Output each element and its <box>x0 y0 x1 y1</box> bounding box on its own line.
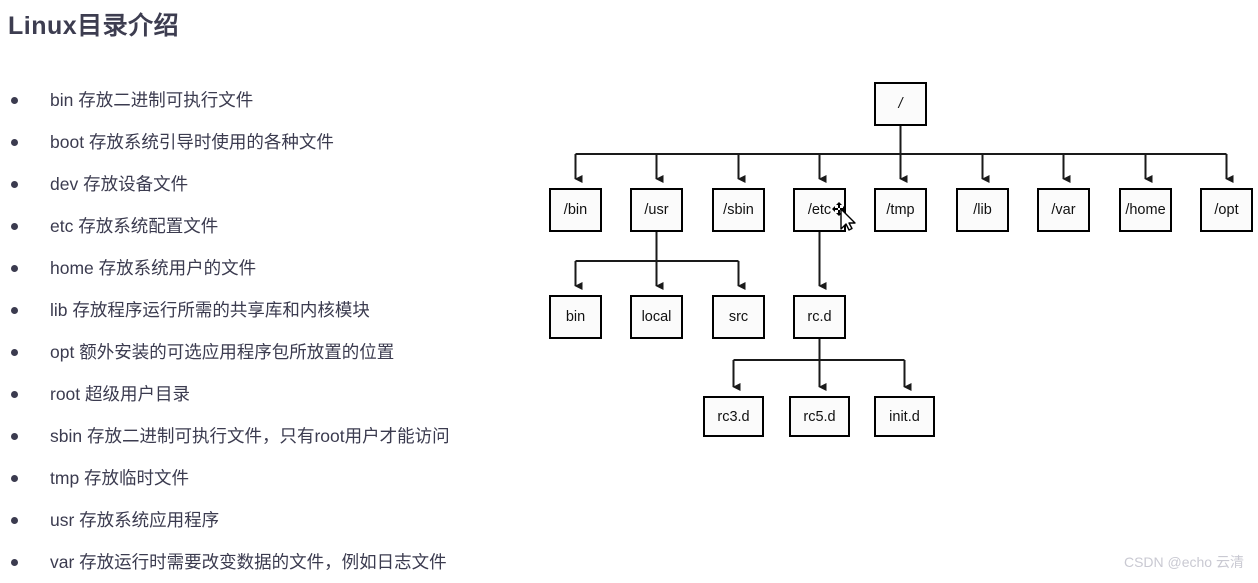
csdn-watermark: CSDN @echo 云清 <box>1123 554 1244 570</box>
list-item-sbin: sbin 存放二进制可执行文件，只有root用户才能访问 <box>0 415 560 457</box>
tree-node-etc[interactable]: /etc <box>793 188 846 232</box>
list-item-label: dev 存放设备文件 <box>50 174 189 194</box>
tree-node-label: local <box>641 309 672 325</box>
tree-node-usr[interactable]: /usr <box>630 188 683 232</box>
bullet-icon <box>11 516 18 524</box>
list-item-label: opt 额外安装的可选应用程序包所放置的位置 <box>50 342 395 362</box>
tree-node-label: src <box>728 309 749 325</box>
list-item-tmp: tmp 存放临时文件 <box>0 457 560 499</box>
tree-node-bin[interactable]: bin <box>549 295 602 339</box>
tree-node-label: /etc <box>807 202 832 218</box>
tree-node-label: rc3.d <box>717 408 750 425</box>
tree-node-initd[interactable]: init.d <box>874 396 935 437</box>
tree-node-label: /opt <box>1214 202 1239 218</box>
tree-node-label: rc.d <box>807 309 832 325</box>
tree-node-label: rc5.d <box>803 408 836 425</box>
tree-node-label: /tmp <box>886 202 915 218</box>
list-item-label: root 超级用户目录 <box>50 384 191 404</box>
list-item-etc: etc 存放系统配置文件 <box>0 205 560 247</box>
tree-node-tmp[interactable]: /tmp <box>874 188 927 232</box>
list-item-label: bin 存放二进制可执行文件 <box>50 90 254 110</box>
list-item-label: boot 存放系统引导时使用的各种文件 <box>50 132 334 152</box>
bullet-icon <box>11 222 18 230</box>
bullet-icon <box>11 390 18 398</box>
list-item-label: var 存放运行时需要改变数据的文件，例如日志文件 <box>50 552 447 572</box>
tree-node-lib[interactable]: /lib <box>956 188 1009 232</box>
bullet-icon <box>11 96 18 104</box>
directory-description-list: bin 存放二进制可执行文件 boot 存放系统引导时使用的各种文件 dev 存放设… <box>0 79 560 583</box>
list-item-label: etc 存放系统配置文件 <box>50 216 219 236</box>
tree-node-label: /lib <box>973 202 992 218</box>
tree-node-local[interactable]: local <box>630 295 683 339</box>
bullet-icon <box>11 180 18 188</box>
tree-node-bin[interactable]: /bin <box>549 188 602 232</box>
bullet-icon <box>11 264 18 272</box>
list-item-root: root 超级用户目录 <box>0 373 560 415</box>
tree-node-src[interactable]: src <box>712 295 765 339</box>
bullet-icon <box>11 138 18 146</box>
list-item-usr: usr 存放系统应用程序 <box>0 499 560 541</box>
list-item-label: home 存放系统用户的文件 <box>50 258 257 278</box>
list-item-home: home 存放系统用户的文件 <box>0 247 560 289</box>
list-item-lib: lib 存放程序运行所需的共享库和内核模块 <box>0 289 560 331</box>
tree-node-rc3d[interactable]: rc3.d <box>703 396 764 437</box>
tree-node-home[interactable]: /home <box>1119 188 1172 232</box>
list-item-dev: dev 存放设备文件 <box>0 163 560 205</box>
bullet-icon <box>11 432 18 440</box>
tree-node-var[interactable]: /var <box>1037 188 1090 232</box>
tree-node-label: bin <box>565 309 586 325</box>
tree-connector-lines <box>574 126 1234 391</box>
list-item-var: var 存放运行时需要改变数据的文件，例如日志文件 <box>0 541 560 583</box>
tree-node-label: /home <box>1125 202 1166 218</box>
bullet-icon <box>11 474 18 482</box>
tree-node-label: / <box>898 96 903 112</box>
list-item-label: tmp 存放临时文件 <box>50 468 190 488</box>
tree-node-opt[interactable]: /opt <box>1200 188 1253 232</box>
list-item-bin: bin 存放二进制可执行文件 <box>0 79 560 121</box>
list-item-opt: opt 额外安装的可选应用程序包所放置的位置 <box>0 331 560 373</box>
tree-node-label: /usr <box>644 202 669 218</box>
tree-node-label: init.d <box>889 408 920 425</box>
tree-node-label: /sbin <box>723 202 754 218</box>
bullet-icon <box>11 306 18 314</box>
bullet-icon <box>11 348 18 356</box>
list-item-label: lib 存放程序运行所需的共享库和内核模块 <box>50 300 370 320</box>
list-item-boot: boot 存放系统引导时使用的各种文件 <box>0 121 560 163</box>
tree-node-rcd[interactable]: rc.d <box>793 295 846 339</box>
tree-node-rc5d[interactable]: rc5.d <box>789 396 850 437</box>
bullet-icon <box>11 558 18 566</box>
list-item-label: sbin 存放二进制可执行文件，只有root用户才能访问 <box>50 426 450 446</box>
tree-node-[interactable]: / <box>874 82 927 126</box>
tree-node-sbin[interactable]: /sbin <box>712 188 765 232</box>
linux-directory-tree-diagram: / /bin/usr/sbin/etc/tmp/lib/var/home/opt b… <box>540 60 1258 460</box>
page-title: Linux目录介绍 <box>8 12 180 40</box>
tree-node-label: /bin <box>563 202 588 218</box>
tree-node-label: /var <box>1051 202 1076 218</box>
list-item-label: usr 存放系统应用程序 <box>50 510 220 530</box>
